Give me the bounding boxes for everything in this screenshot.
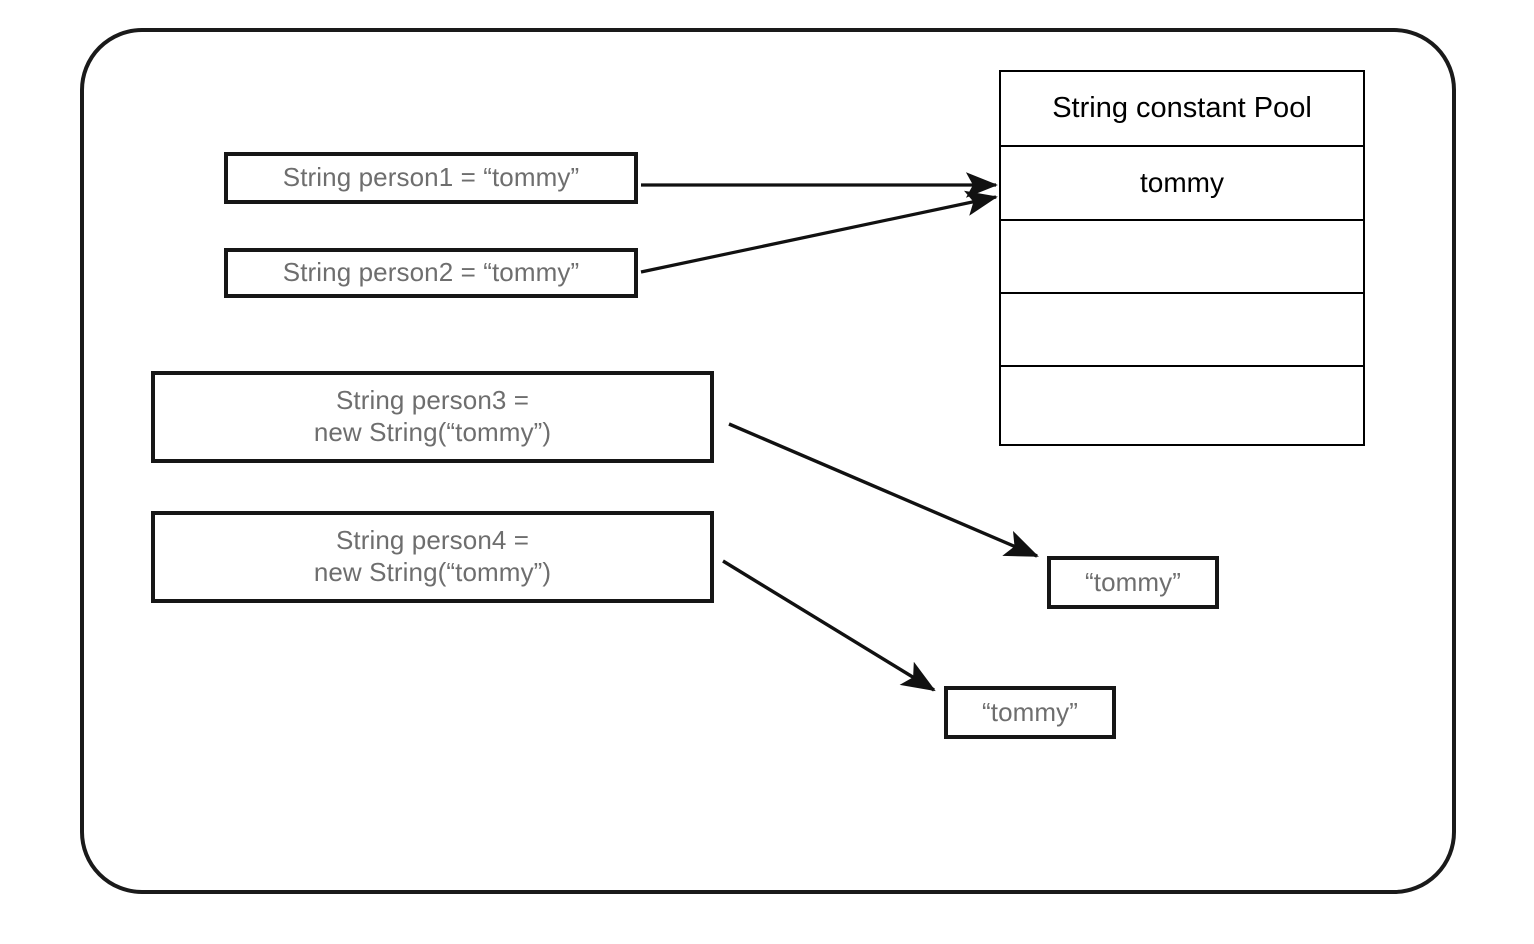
pool-header: String constant Pool [1001,72,1363,147]
pool-row-1: tommy [1001,147,1363,221]
outer-container [80,28,1456,894]
heap-object-1[interactable]: “tommy” [1047,556,1219,609]
heap-object-2[interactable]: “tommy” [944,686,1116,739]
var-box-person3-line-2: new String(“tommy”) [313,417,552,447]
var-box-person3-line-1: String person3 = [335,385,530,416]
pool-row-4 [1001,367,1363,444]
var-box-person3[interactable]: String person3 = new String(“tommy”) [151,371,714,463]
var-box-person4-line-1: String person4 = [335,525,530,556]
pool-row-3 [1001,294,1363,367]
var-box-person1-line-1: String person1 = “tommy” [282,162,580,193]
var-box-person4-line-2: new String(“tommy”) [313,557,552,587]
pool-row-2 [1001,221,1363,294]
heap-object-2-label: “tommy” [981,696,1079,727]
var-box-person4[interactable]: String person4 = new String(“tommy”) [151,511,714,603]
string-constant-pool: String constant Pool tommy [999,70,1365,446]
heap-object-1-label: “tommy” [1084,566,1182,597]
var-box-person2-line-1: String person2 = “tommy” [282,257,580,288]
var-box-person2[interactable]: String person2 = “tommy” [224,248,638,298]
var-box-person1[interactable]: String person1 = “tommy” [224,152,638,204]
